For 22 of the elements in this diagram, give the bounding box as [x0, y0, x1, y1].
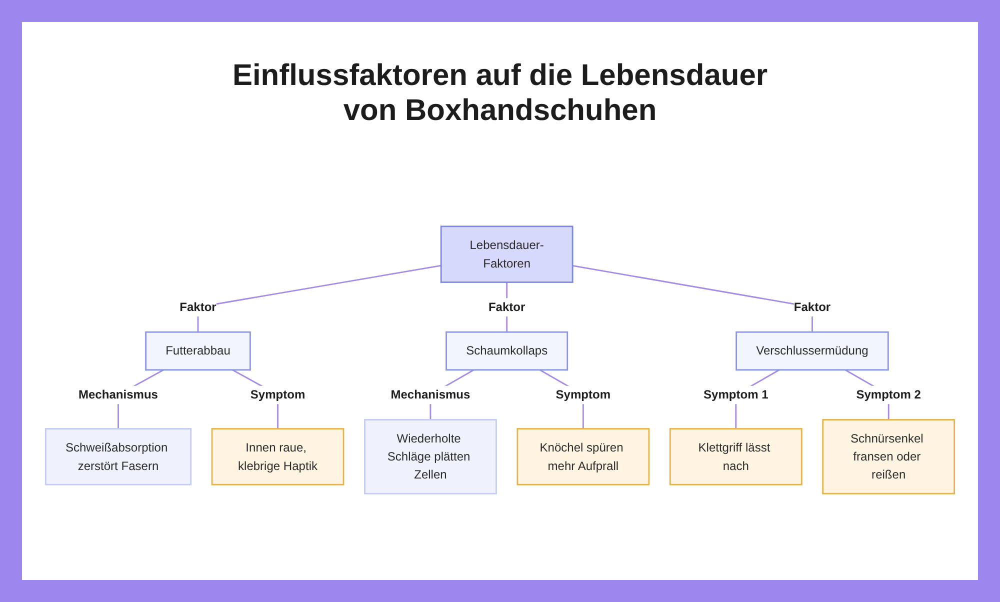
- connector: [572, 264, 813, 332]
- node-box: Futterabbau: [145, 331, 251, 371]
- node-box: Klettgriff lässt nach: [669, 428, 802, 486]
- connector: [197, 264, 442, 332]
- edge-label: Faktor: [488, 300, 526, 314]
- edge-label: Faktor: [180, 300, 216, 314]
- edge-label: Mechanismus: [390, 388, 470, 402]
- node-box: Innen raue, klebrige Haptik: [211, 428, 344, 486]
- node-box: Verschlussermüdung: [736, 331, 889, 371]
- edge-label: Symptom: [250, 388, 306, 402]
- edge-label: Symptom 1: [703, 388, 768, 402]
- diagram-title: Einflussfaktoren auf die Lebensdauer von Boxhandschuhen: [231, 58, 769, 128]
- edge-label: Mechanismus: [78, 388, 158, 402]
- edge-label: Symptom: [556, 388, 611, 402]
- edge-label: Symptom 2: [856, 388, 921, 402]
- edge-label: Faktor: [794, 300, 831, 314]
- node-box: Wiederholte Schläge plätten Zellen: [364, 419, 497, 494]
- node-box: Knöchel spüren mehr Aufprall: [516, 428, 650, 486]
- node-box: Schnürsenkel fransen oder reißen: [822, 419, 956, 494]
- node-box: Schweißabsorption zerstört Fasern: [44, 428, 192, 486]
- node-box: Schaumkollaps: [446, 331, 568, 371]
- node-box: Lebensdauer-Faktoren: [440, 226, 574, 283]
